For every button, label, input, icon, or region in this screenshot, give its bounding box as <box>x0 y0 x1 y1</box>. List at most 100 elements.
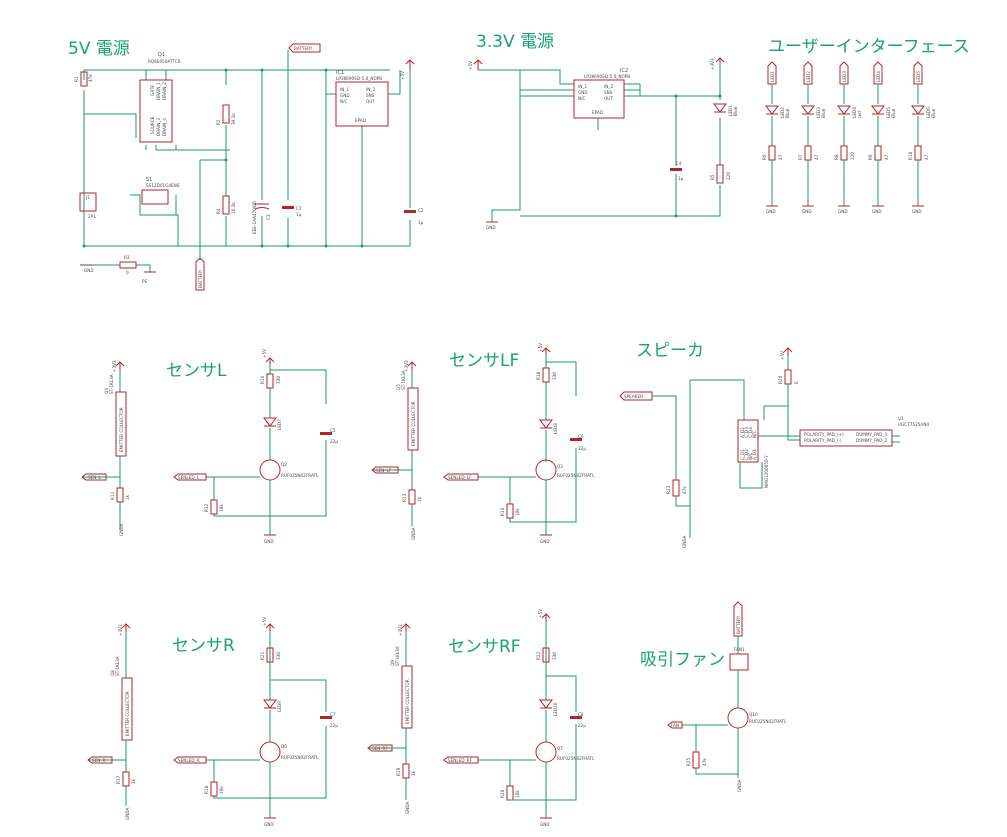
r2-resistor <box>222 104 230 124</box>
senr-r-label: R17 <box>116 775 121 784</box>
ui-led-label: LED5 <box>886 107 891 118</box>
senr-rg-label: R18 <box>204 785 209 794</box>
ui-gnd-label: GND <box>838 209 848 214</box>
r4-resistor <box>222 195 230 215</box>
q1-mosfet <box>139 79 173 143</box>
block-speaker: SPEAKER R23 47k GNDA +5V R24 0 C_D1 C_D2… <box>619 347 929 548</box>
fan-gnda-label: GNDA <box>737 779 742 792</box>
led1-diode <box>713 103 727 113</box>
senl-q-label: Q4 <box>104 388 109 394</box>
senl-rled-value: 330 <box>276 376 281 384</box>
ui-r-label: R9 <box>868 154 873 160</box>
senlf-v5-label: +5V <box>538 343 543 352</box>
ui-led-channel: LED4 LED5 Blue R9 47 GND <box>868 61 896 214</box>
senlf-mosfet <box>535 459 557 481</box>
r1-value: 47k <box>88 74 93 82</box>
q1-pin-drain3: DRAIN_3 <box>156 118 161 136</box>
senrf-led-label: LED10 <box>553 702 558 716</box>
ic2-pin-in1: IN_1 <box>578 84 587 89</box>
r4-value: 10.3k <box>231 202 236 214</box>
senlf-c-value: 22µ <box>578 446 586 451</box>
fan-mos-label: Q10 <box>749 712 758 717</box>
senrf-rg-value: 10k <box>515 790 520 798</box>
v5-label-3v3: +5V <box>468 61 473 70</box>
ui-led-value: Blue <box>891 108 896 118</box>
ui-led-value: Blue <box>785 108 790 118</box>
ic1-value: LP38690SD-5.0_NOPB <box>336 76 382 81</box>
ui-gnd-label: GND <box>766 209 776 214</box>
ui-led-label: LED3 <box>816 107 821 118</box>
s1-switch <box>141 189 169 205</box>
ui-net-label: LED1 <box>770 71 775 82</box>
ic1-pin-epad: EPAD <box>355 118 366 123</box>
senl-q-value: ST-1KL3A <box>109 374 114 394</box>
q1-pin-source: SOURCE <box>150 116 155 134</box>
speaker-dummy-2: DUMMY_PAD_2 <box>856 438 888 443</box>
ui-net-label: LED3 <box>842 71 847 82</box>
ic1-pin-in2: IN_2 <box>366 87 375 92</box>
v3v3-label: +3V3 <box>710 58 715 70</box>
ui-led-label: LED2 <box>780 107 785 118</box>
senl-ec-label: EMITTER COLLECTOR <box>119 407 124 452</box>
speaker-r-label: R24 <box>778 375 783 384</box>
speaker-pad-plus: POLARITY_PAD_(+) <box>804 432 844 437</box>
senr-q-label: Q8 <box>110 670 115 676</box>
senl-rg-value: 10k <box>219 504 224 512</box>
block-sensor-lf: +3V3 EMITTER COLLECTOR Q5 ST-1KL3A SEN_L… <box>371 343 595 544</box>
r2-label: R2 <box>216 119 221 125</box>
speaker-v5-label: +5V <box>780 351 785 360</box>
battery-net-text: BATTERY <box>294 46 313 51</box>
q1-pin-drain1: DRAIN_1 <box>156 82 161 100</box>
ui-led-label: LED6 <box>926 107 931 118</box>
ui-led-channel: LED3 LED4 red R8 220 GND <box>834 61 862 214</box>
battery-net-label <box>288 43 321 53</box>
ic2-pin-out: OUT <box>604 96 613 101</box>
ui-gnd-label: GND <box>912 209 922 214</box>
senlf-phototransistor <box>407 387 419 451</box>
senl-phototransistor <box>115 391 127 457</box>
r3-value: 0 <box>126 270 129 275</box>
fan-r-value: 47k <box>702 758 707 766</box>
s1-label: S1 <box>146 177 152 183</box>
senr-ec-label: EMITTER COLLECTOR <box>125 691 130 736</box>
senlf-rg-value: 10k <box>515 508 520 516</box>
c3-capacitor <box>254 207 270 210</box>
senl-rg-label: R12 <box>204 503 209 512</box>
senr-v3v3-label: +3V3 <box>118 624 123 636</box>
q1-pin-gate: GATE <box>150 85 155 96</box>
ui-r-label: R8 <box>834 154 839 160</box>
battery-net-text-2: BATTERY <box>198 269 203 288</box>
senrf-mosfet <box>535 741 557 763</box>
ic1-pin-gnd: GND <box>340 93 350 98</box>
senlf-rg-label: R14 <box>500 507 505 516</box>
speaker-rg-label: R23 <box>666 485 671 494</box>
ic1-pin-sns: SNS <box>366 93 375 98</box>
c4-capacitor <box>670 168 682 171</box>
ic2-value: LP38690SD-5.0_NOPB <box>584 74 630 79</box>
fan-net-label: FAN <box>671 723 679 728</box>
senl-r-value: 1k <box>125 494 130 500</box>
senrf-q-value: ST-1KL3A <box>395 646 400 666</box>
r5-value: 220 <box>726 172 731 180</box>
senr-led-label: LED9 <box>277 701 282 712</box>
senrf-gnd-label: GND <box>540 822 550 827</box>
gnd-label-5v: GND <box>84 268 94 273</box>
r1-resistor <box>80 71 88 87</box>
title-sensor-l: センサL <box>166 361 227 381</box>
r3-label: R3 <box>124 255 130 260</box>
ic1-pin-out: OUT <box>366 99 375 104</box>
senrf-v3v3-label: +3V3 <box>398 624 403 636</box>
speaker-ic-pin: C_D3 <box>744 427 749 438</box>
c3-label: C3 <box>266 214 271 220</box>
senl-gnda-label: GNDA <box>119 523 124 536</box>
r1-label: R1 <box>74 76 79 82</box>
senlf-q-label: Q5 <box>396 384 401 390</box>
speaker-dummy-1: DUMMY_PAD_1 <box>856 432 888 437</box>
r3-resistor <box>119 261 137 269</box>
ic2-pin-sns: SNS <box>604 90 613 95</box>
ic1-ldo <box>335 81 389 127</box>
speaker-pad-minus: POLARITY_PAD_(-) <box>804 438 842 443</box>
senlf-rled-value: 330 <box>552 372 557 380</box>
senl-net-label: SEN_L <box>88 475 102 480</box>
